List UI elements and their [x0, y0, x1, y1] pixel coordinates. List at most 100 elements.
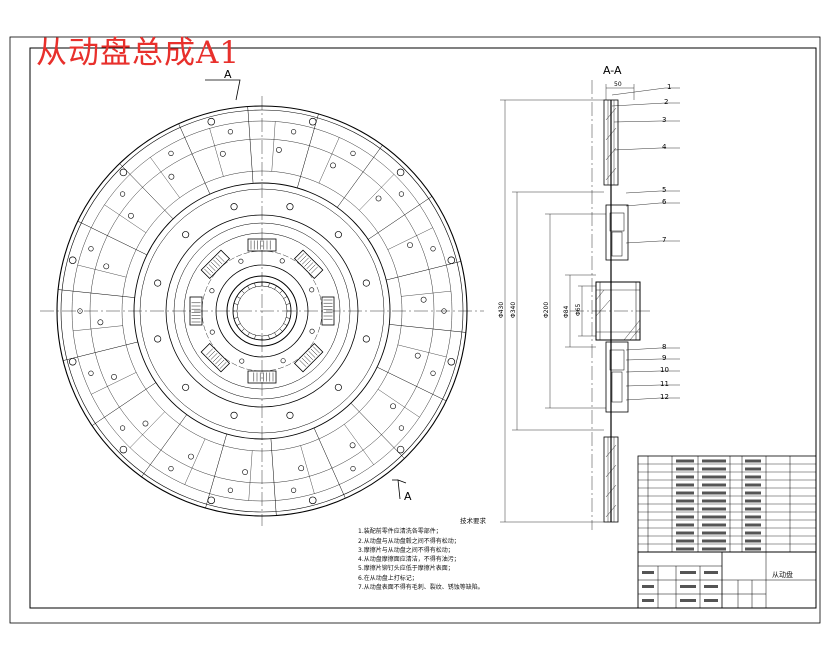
rivet-hole	[119, 425, 126, 431]
plate-rivet	[182, 231, 190, 239]
part-1: 1	[667, 83, 671, 91]
part-3: 3	[662, 116, 666, 124]
front-view	[40, 96, 484, 526]
plate-rivet	[230, 411, 238, 419]
spline-tooth	[274, 285, 277, 290]
spring-coil	[299, 255, 307, 263]
cell-text-stub	[676, 523, 694, 527]
damper-spring	[293, 342, 324, 373]
cell-text-stub	[676, 547, 694, 551]
part-9: 9	[662, 354, 666, 362]
tech-req-item: 3.摩擦片与从动盘之间不得有松动；	[358, 546, 454, 554]
friction-groove	[386, 261, 461, 281]
rivet-hole	[276, 146, 282, 153]
friction-groove	[129, 411, 165, 448]
spring-coil	[301, 357, 309, 365]
cell-text-stub	[642, 571, 654, 574]
spring-coil	[210, 261, 218, 269]
spring-coil	[299, 360, 307, 367]
hub-outer	[226, 275, 298, 347]
dia-65: Φ65	[575, 303, 582, 316]
plate-rivet	[334, 231, 342, 239]
cell-text-stub	[702, 483, 726, 487]
rim-rivet	[308, 496, 317, 505]
plate-rivet	[286, 411, 294, 419]
friction-groove	[376, 366, 447, 402]
tech-req-item: 7.从动盘表面不得有毛刺、裂纹、锈蚀等缺陷。	[358, 584, 484, 592]
friction-groove	[318, 137, 340, 184]
spring-window	[200, 249, 231, 280]
rim-rivet	[119, 168, 128, 177]
rivet-hole	[441, 308, 447, 314]
rivet-hole	[420, 296, 427, 303]
plate-rivet	[154, 335, 162, 343]
spring-coil	[311, 266, 318, 274]
cell-text-stub	[702, 515, 726, 519]
view-label-front: A	[224, 68, 232, 81]
friction-groove	[150, 157, 180, 198]
hub-rivet	[238, 258, 244, 264]
friction-groove	[247, 106, 254, 184]
hub-rivet	[279, 258, 285, 264]
friction-groove	[248, 450, 253, 501]
rivet-hole	[168, 466, 174, 472]
damper-spring	[293, 249, 324, 280]
tech-req-item: 4.从动盘摩擦面应清洁，不得有油污；	[358, 556, 460, 564]
rivet-hole	[88, 370, 94, 376]
cell-text-stub	[704, 571, 718, 574]
rivet-hole	[142, 420, 149, 427]
spring-coil	[304, 355, 311, 363]
spline-tooth	[286, 303, 291, 305]
tech-req-item: 5.摩擦片铆钉头应低于摩擦片表面；	[358, 565, 454, 573]
cell-text-stub	[702, 507, 726, 511]
friction-groove	[297, 113, 319, 189]
spring-coil	[215, 257, 223, 265]
friction-groove	[178, 123, 211, 195]
spring-window	[247, 370, 277, 384]
spring-coil	[208, 350, 216, 358]
rim-rivet	[396, 445, 405, 454]
spring-coil	[212, 355, 220, 363]
rivet-hole	[77, 308, 83, 314]
cell-text-stub	[745, 515, 761, 519]
spring-coil	[297, 253, 305, 260]
cell-text-stub	[680, 585, 696, 588]
cell-text-stub	[676, 467, 694, 471]
spring-coil	[306, 353, 314, 361]
section-label: A-A	[603, 64, 622, 77]
cell-text-stub	[704, 585, 718, 588]
cell-text-stub	[745, 499, 761, 503]
cell-text-stub	[676, 459, 694, 463]
spring-coil	[217, 359, 225, 367]
spline-tooth	[279, 328, 283, 332]
hub-rivet	[209, 329, 215, 335]
section-texts: A-A 50 A A Φ430 Φ340 Φ200 Φ84 Φ65 1 2 3 …	[224, 64, 671, 503]
cell-text-stub	[702, 539, 726, 543]
rivet-hole	[430, 370, 436, 376]
spring-coil	[215, 357, 222, 365]
spring-coil	[302, 257, 309, 265]
cell-text-stub	[702, 523, 726, 527]
damper-spring	[189, 296, 203, 326]
spline-tooth	[286, 317, 291, 319]
spring-coil	[219, 362, 227, 369]
spline-tooth	[268, 282, 270, 287]
rivet-hole	[168, 173, 175, 180]
cell-text-stub	[676, 499, 694, 503]
cell-text-stub	[676, 531, 694, 535]
friction-groove	[397, 344, 447, 358]
spring-coil	[308, 264, 316, 272]
part-2: 2	[664, 98, 668, 106]
spring-coil	[204, 268, 211, 276]
rivet-hole	[349, 442, 356, 449]
part-4: 4	[662, 143, 667, 151]
damper-spring	[200, 342, 231, 373]
rivet-hole	[188, 453, 194, 460]
friction-groove	[184, 438, 206, 485]
spline-tooth	[279, 290, 283, 294]
inner-frame	[29, 47, 817, 609]
part-10: 10	[660, 366, 669, 374]
spline-tooth	[268, 335, 270, 340]
part-5: 5	[662, 186, 666, 194]
spring-coil	[306, 262, 314, 269]
